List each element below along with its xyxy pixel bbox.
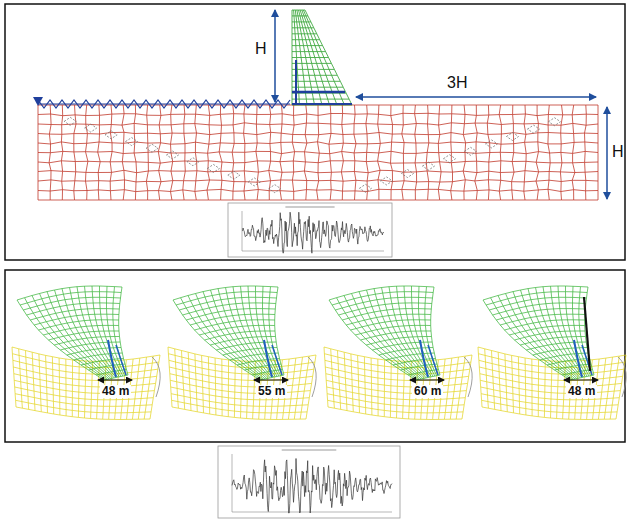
generated-mesh (12, 10, 626, 518)
damage-zone (574, 340, 582, 377)
crack-length-label: 48 m (100, 385, 131, 398)
wave-pattern (146, 144, 158, 152)
wave-pattern (85, 124, 97, 132)
crack-length-label: 60 m (412, 385, 443, 398)
deformed-dam-mesh (329, 286, 440, 380)
length-label: 3H (447, 74, 467, 92)
crack-length-arrow (98, 380, 132, 381)
wave-pattern (269, 185, 281, 193)
foundation-curl (152, 357, 160, 397)
crack-line (584, 297, 590, 371)
foundation-curl (464, 357, 472, 397)
reservoir-arrow (33, 97, 43, 106)
accelerogram-axis (242, 251, 384, 252)
deformed-dam-mesh (483, 286, 594, 380)
wave-pattern (381, 177, 393, 185)
damage-zone (420, 340, 428, 377)
top-panel-frame (5, 4, 625, 260)
crack-length-arrow (564, 380, 598, 381)
depth-arrow (606, 107, 608, 199)
foundation-curl (618, 357, 626, 397)
height-arrow (274, 10, 276, 102)
wave-pattern (105, 131, 117, 139)
damage-zone (272, 345, 282, 375)
reservoir-line (38, 104, 290, 105)
crack-length-label: 55 m (256, 385, 287, 398)
crack-length-arrow (254, 380, 288, 381)
foundation-curl (308, 357, 316, 397)
crack-length-arrow (410, 380, 444, 381)
wave-pattern (423, 162, 435, 170)
wave-pattern (64, 117, 76, 125)
crack-length-label: 48 m (566, 385, 597, 398)
wave-pattern (228, 171, 240, 179)
accelerogram-title-mark (285, 206, 334, 208)
wave-pattern (360, 184, 372, 192)
damage-zone (108, 340, 116, 377)
foundation-mesh (38, 105, 598, 200)
deformed-foundation-mesh (12, 347, 160, 420)
wave-pattern (549, 118, 561, 126)
depth-label: H (612, 143, 624, 161)
deformed-dam-mesh (17, 286, 128, 380)
damage-zone (264, 340, 272, 377)
deformed-foundation-mesh (478, 347, 626, 420)
accelerogram-frame (228, 203, 392, 257)
length-arrow (356, 96, 596, 98)
wave-pattern (126, 138, 138, 146)
dam-heel-zone (295, 60, 297, 104)
bottom-panel-frame (5, 270, 625, 442)
wave-pattern (187, 158, 199, 166)
height-label: H (255, 40, 267, 58)
accelerogram-frame (218, 446, 400, 518)
accelerogram-trace (232, 459, 392, 514)
wave-pattern (207, 164, 219, 172)
wave-pattern (444, 155, 456, 163)
wave-pattern (528, 125, 540, 133)
deformed-dam-mesh (173, 286, 284, 380)
wave-pattern (486, 140, 498, 148)
damage-zone (428, 345, 438, 375)
damage-zone (116, 345, 126, 375)
dam-mesh (292, 10, 352, 105)
wave-pattern (167, 151, 179, 159)
accelerogram-axis (232, 512, 392, 513)
accelerogram-trace (242, 212, 384, 253)
reservoir-pressure (38, 100, 290, 108)
deformed-foundation-mesh (324, 347, 472, 420)
dam-base-line (292, 103, 352, 105)
dam-base-crack (292, 91, 345, 94)
wave-pattern (402, 170, 414, 178)
accelerogram-title-mark (282, 449, 337, 451)
wave-pattern (507, 133, 519, 141)
wave-pattern (248, 178, 260, 186)
wave-pattern (465, 147, 477, 155)
deformed-foundation-mesh (168, 347, 316, 420)
